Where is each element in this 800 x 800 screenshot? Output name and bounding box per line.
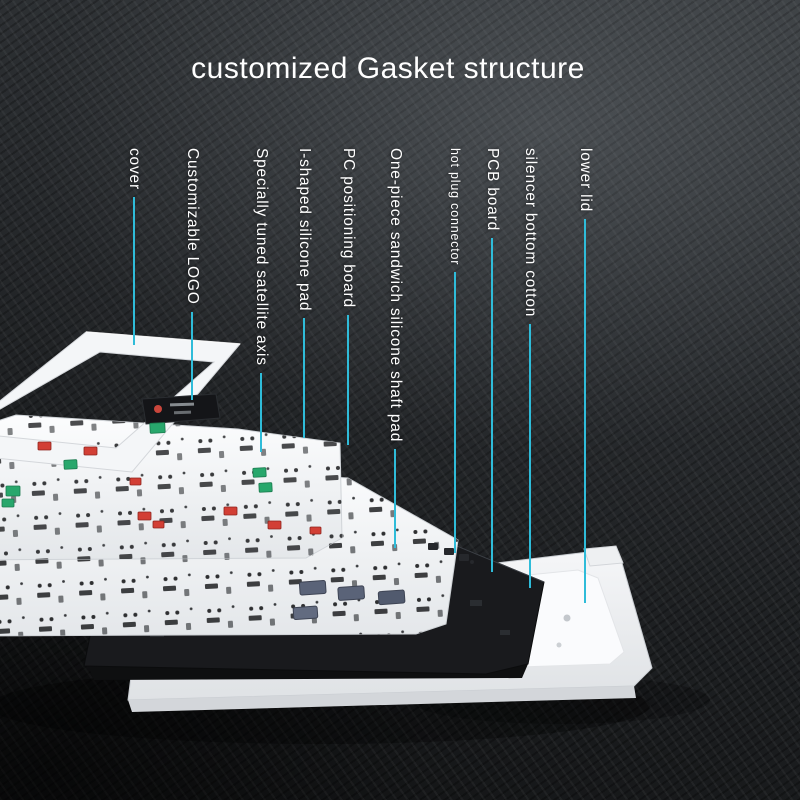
page-title: customized Gasket structure <box>191 52 585 85</box>
callout-customizable-logo: Customizable LOGO <box>181 148 203 400</box>
screw-icon <box>563 614 571 622</box>
callout-lower-lid: lower lid <box>574 148 596 603</box>
callout-lower-lid-leader-line <box>584 219 586 603</box>
callout-lower-lid-label: lower lid <box>577 148 594 213</box>
callout-silencer-bottom-cotton-leader-line <box>529 324 531 588</box>
callout-satellite-axis-label: Specially tuned satellite axis <box>253 148 270 366</box>
callout-pcb-board-label: PCB board <box>484 148 501 232</box>
callout-i-shaped-silicone-pad-label: I-shaped silicone pad <box>296 148 313 312</box>
part-satellite-axis <box>1 422 273 508</box>
part-cover <box>0 331 242 473</box>
switch-bottoms <box>292 580 406 621</box>
callout-cover-label: cover <box>126 148 143 190</box>
callout-sandwich-silicone-shaft-pad-label: One-piece sandwich silicone shaft pad <box>387 148 404 443</box>
callout-pcb-board: PCB board <box>481 148 503 572</box>
part-positioning-board <box>0 414 343 561</box>
callout-pc-positioning-board-label: PC positioning board <box>340 148 357 308</box>
part-red-switches <box>37 441 322 535</box>
callout-i-shaped-silicone-pad-leader-line <box>303 318 305 438</box>
callout-pcb-board-leader-line <box>491 238 493 572</box>
hot-plug-connectors <box>428 543 474 564</box>
callout-hot-plug-connector-label: hot plug connector <box>448 148 462 266</box>
callout-hot-plug-connector-leader-line <box>454 272 456 553</box>
logo-dot <box>154 405 162 413</box>
callout-pc-positioning-board: PC positioning board <box>337 148 359 445</box>
callout-i-shaped-silicone-pad: I-shaped silicone pad <box>293 148 315 438</box>
callout-sandwich-silicone-shaft-pad: One-piece sandwich silicone shaft pad <box>384 148 406 548</box>
callout-silencer-bottom-cotton-label: silencer bottom cotton <box>522 148 539 318</box>
callout-silencer-bottom-cotton: silencer bottom cotton <box>519 148 541 588</box>
callout-satellite-axis: Specially tuned satellite axis <box>250 148 272 452</box>
screw-icon <box>556 642 562 648</box>
callout-hot-plug-connector: hot plug connector <box>444 148 466 553</box>
callout-cover-leader-line <box>133 196 135 345</box>
callout-cover: cover <box>123 148 145 345</box>
callout-sandwich-silicone-shaft-pad-leader-line <box>394 449 396 548</box>
callout-pc-positioning-board-leader-line <box>347 314 349 445</box>
callout-satellite-axis-leader-line <box>260 372 262 452</box>
callout-customizable-logo-label: Customizable LOGO <box>184 148 201 305</box>
callout-customizable-logo-leader-line <box>191 311 193 400</box>
